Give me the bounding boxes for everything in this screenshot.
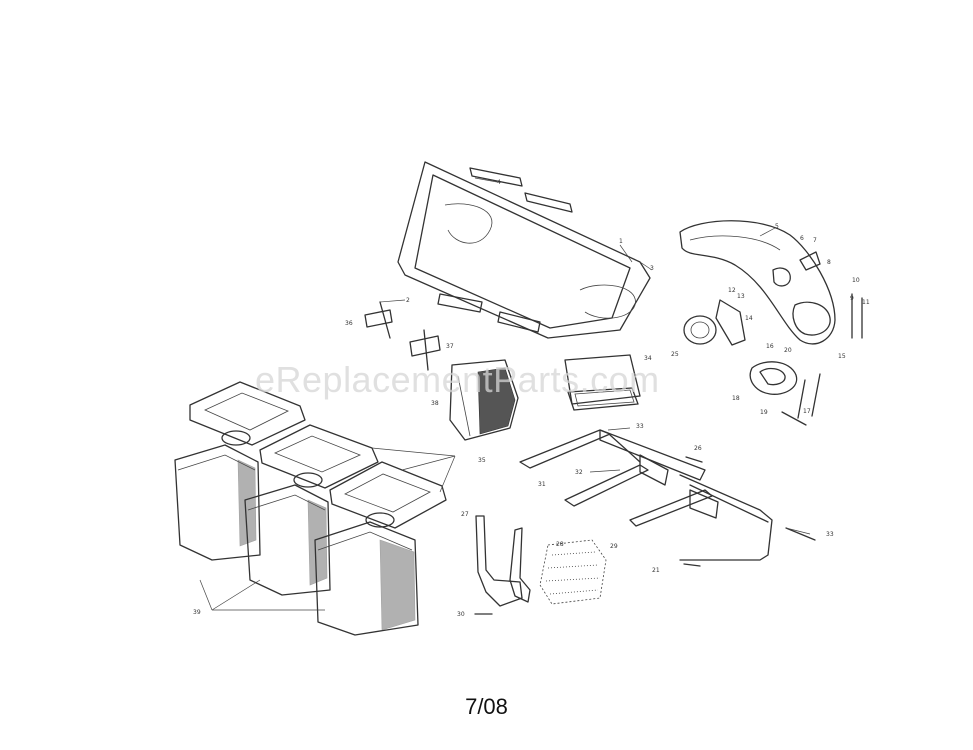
callout-39: 39 — [193, 609, 201, 616]
callout-5: 5 — [775, 223, 779, 230]
callout-31: 31 — [538, 481, 546, 488]
callout-25: 25 — [671, 351, 679, 358]
chute-adapter — [683, 299, 798, 395]
callout-28: 28 — [556, 541, 564, 548]
callout-18: 18 — [732, 395, 740, 402]
callout-3: 3 — [650, 265, 654, 272]
callout-32: 32 — [575, 469, 583, 476]
callout-36: 36 — [345, 320, 353, 327]
callout-35: 35 — [478, 457, 486, 464]
callout-1: 1 — [619, 238, 623, 245]
grass-bag — [539, 539, 607, 605]
callout-numbers: 4 1 3 5 6 7 8 9 10 11 12 13 14 15 16 17 … — [193, 179, 870, 618]
callout-15: 15 — [838, 353, 846, 360]
callout-20: 20 — [784, 347, 792, 354]
leader-lines — [199, 177, 811, 611]
callout-26: 26 — [694, 445, 702, 452]
gasket-plate — [564, 354, 641, 411]
callout-8: 8 — [827, 259, 831, 266]
bagger-bins — [174, 381, 447, 636]
callout-33: 33 — [636, 423, 644, 430]
callout-21: 21 — [652, 567, 660, 574]
watermark-text: eReplacementParts.com — [255, 359, 660, 400]
callout-17: 17 — [803, 408, 811, 415]
bagger-lid — [397, 161, 651, 339]
callout-12: 12 — [728, 287, 736, 294]
callout-2: 2 — [406, 297, 410, 304]
callout-7: 7 — [813, 237, 817, 244]
callout-11: 11 — [862, 299, 870, 306]
callout-10: 10 — [852, 277, 860, 284]
callout-9: 9 — [850, 295, 854, 302]
callout-34: 34 — [644, 355, 652, 362]
callout-37: 37 — [446, 343, 454, 350]
callout-6: 6 — [800, 235, 804, 242]
hardware-bolts — [781, 293, 863, 426]
bagger-frame-panel — [449, 359, 519, 441]
callout-27: 27 — [461, 511, 469, 518]
hinge-brackets — [364, 301, 441, 371]
callout-13: 13 — [737, 293, 745, 300]
callout-19: 19 — [760, 409, 768, 416]
bag-support-frame — [519, 429, 816, 567]
callout-30: 30 — [457, 611, 465, 618]
callout-29: 29 — [610, 543, 618, 550]
page-label: 7/08 — [465, 694, 508, 719]
callout-4: 4 — [497, 179, 501, 186]
callout-16: 16 — [766, 343, 774, 350]
callout-38: 38 — [431, 400, 439, 407]
mounting-bracket — [474, 515, 531, 615]
callout-14: 14 — [745, 315, 753, 322]
chute-tube — [679, 220, 836, 345]
callout-33b: 33 — [826, 531, 834, 538]
